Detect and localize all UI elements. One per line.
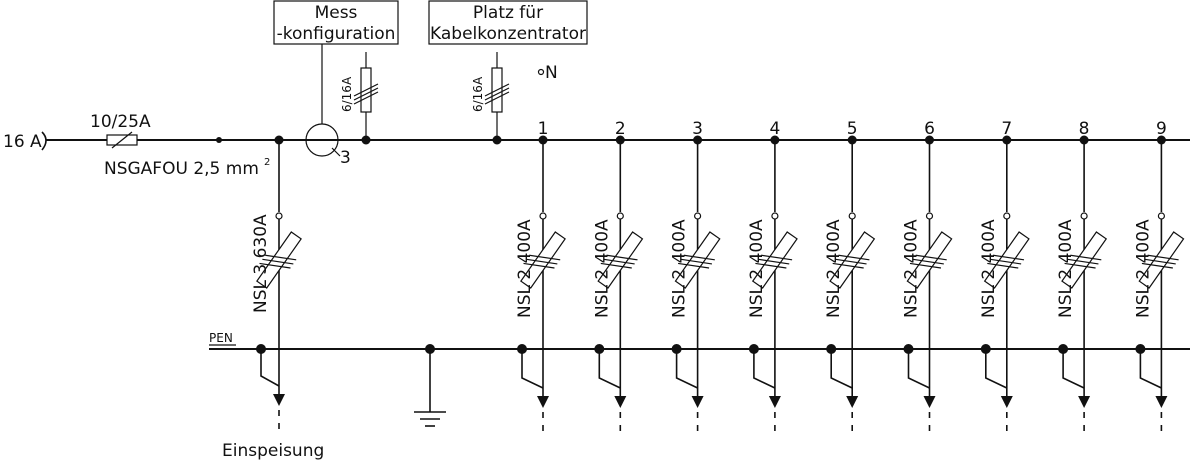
ct-label: 3 xyxy=(340,148,351,168)
outlet-number: 2 xyxy=(615,119,626,139)
outlet-number: 4 xyxy=(769,119,780,139)
junction-dot xyxy=(216,137,222,143)
meter-config-line1: Mess xyxy=(315,3,358,23)
concentrator-line2: Kabelkonzentrator xyxy=(430,24,586,44)
outlet-rating: NSL 2 400A xyxy=(1133,219,1153,318)
switch-disconnector-fuse-icon xyxy=(674,231,721,289)
pen-section: PEN xyxy=(209,331,1190,427)
switch-disconnector-fuse-icon xyxy=(829,231,876,289)
terminal-icon xyxy=(275,212,283,220)
terminal-icon xyxy=(1080,212,1088,220)
outlet-rating: NSL 2 400A xyxy=(979,219,999,318)
outlet-number: 3 xyxy=(692,119,703,139)
arrow-down-icon xyxy=(1155,396,1168,408)
switch-disconnector-fuse-icon xyxy=(906,231,953,289)
meter-configuration: Mess -konfiguration 3 6/16A xyxy=(273,0,399,168)
outlet-number: 9 xyxy=(1156,119,1167,139)
concentrator-line1: Platz für xyxy=(473,3,543,23)
ground-icon xyxy=(414,411,446,427)
outlet-rating: NSL 2 400A xyxy=(1056,219,1076,318)
arrow-down-icon xyxy=(691,396,704,408)
arrow-down-icon xyxy=(768,396,781,408)
neutral-terminal-icon xyxy=(537,68,545,76)
switch-disconnector-fuse-icon xyxy=(256,231,302,289)
terminal-icon xyxy=(771,212,779,220)
meter-config-box xyxy=(273,0,399,45)
switch-disconnector-fuse-icon xyxy=(1138,231,1185,289)
outlet-number: 7 xyxy=(1001,119,1012,139)
supply-label: 16 A xyxy=(3,132,42,152)
outlet-rating: NSL 2 400A xyxy=(592,219,612,318)
arrow-down-icon xyxy=(923,396,936,408)
terminal-icon xyxy=(1003,212,1011,220)
feeder-rating: NSL 3 630A xyxy=(251,214,271,313)
outlet-number: 8 xyxy=(1079,119,1090,139)
pen-label: PEN xyxy=(209,331,233,345)
switch-disconnector-fuse-icon xyxy=(751,231,798,289)
meter-config-line2: -konfiguration xyxy=(277,24,396,44)
terminal-icon xyxy=(693,212,702,220)
neutral-label: N xyxy=(545,63,558,83)
arrow-down-icon xyxy=(273,394,285,406)
switch-disconnector-fuse-icon xyxy=(597,231,644,289)
terminal-icon xyxy=(848,212,856,220)
terminal-icon xyxy=(1157,212,1166,220)
outlet-number: 6 xyxy=(924,119,935,139)
small-fuse-rating-1: 6/16A xyxy=(340,76,354,112)
arrow-down-icon xyxy=(1000,396,1013,408)
arrow-down-icon xyxy=(1078,396,1091,408)
switch-disconnector-fuse-icon xyxy=(1061,231,1108,289)
outlet-number: 5 xyxy=(847,119,858,139)
concentrator-section: Platz für Kabelkonzentrator 6/16A N xyxy=(428,0,588,140)
outlet-rating: NSL 2 400A xyxy=(902,219,922,318)
outlet-rating: NSL 2 400A xyxy=(824,219,844,318)
arrow-down-icon xyxy=(614,396,627,408)
outlet-number: 1 xyxy=(538,119,549,139)
main-fuse-rating: 10/25A xyxy=(90,112,151,132)
terminal-icon xyxy=(925,212,934,220)
terminal-icon xyxy=(539,212,547,220)
feeder-caption: Einspeisung xyxy=(222,441,324,461)
cable-label-superscript: 2 xyxy=(264,157,270,168)
feeder: NSL 3 630A Einspeisung xyxy=(222,140,324,461)
terminal-icon xyxy=(616,212,624,220)
switch-disconnector-fuse-icon xyxy=(983,231,1030,289)
cable-label: NSGAFOU 2,5 mm xyxy=(104,159,259,179)
arrow-down-icon xyxy=(537,396,549,408)
outlet-rating: NSL 2 400A xyxy=(515,219,535,318)
small-fuse-rating-2: 6/16A xyxy=(471,76,485,112)
switch-disconnector-fuse-icon xyxy=(520,231,566,289)
connector-icon xyxy=(41,131,47,151)
concentrator-box xyxy=(428,0,588,45)
outlet-rating: NSL 2 400A xyxy=(747,219,767,318)
outlet-rating: NSL 2 400A xyxy=(670,219,690,318)
arrow-down-icon xyxy=(846,396,859,408)
